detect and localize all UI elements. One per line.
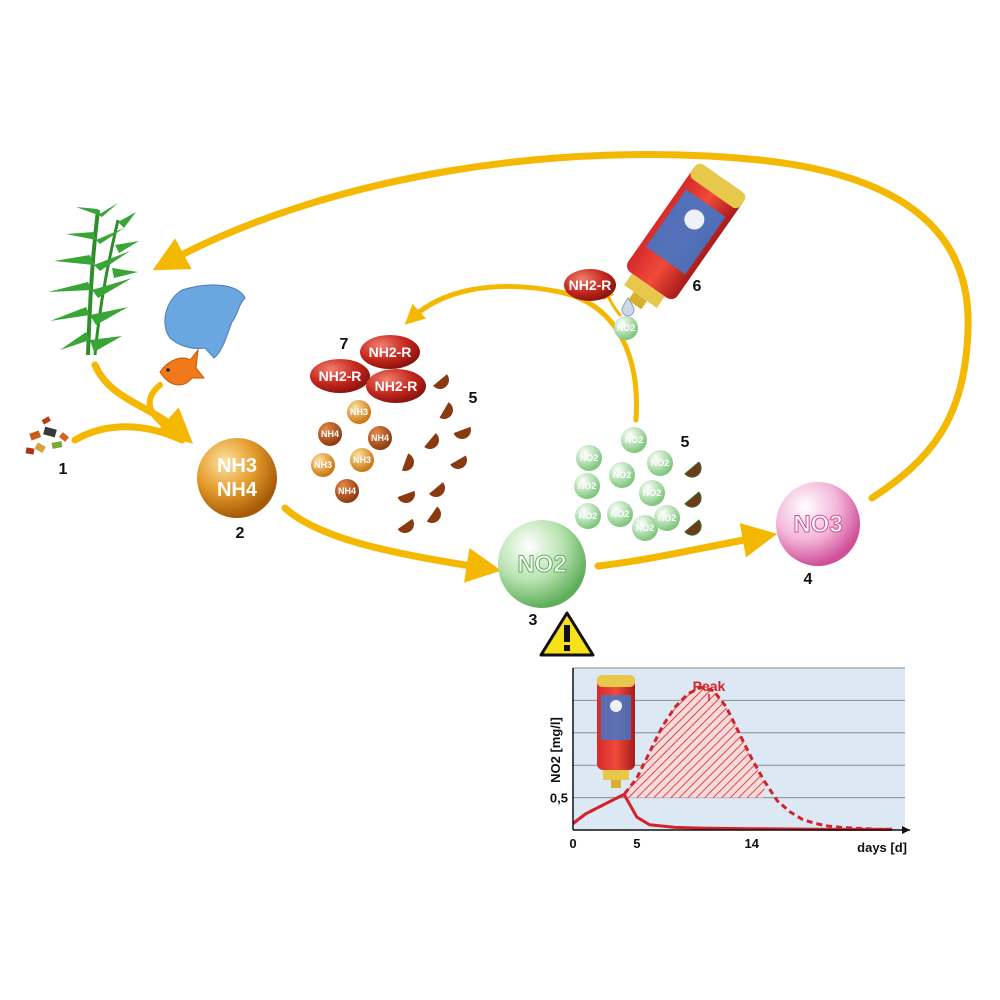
chart-xlabel: days [d] [857,840,907,855]
arrow-plants-to-ammonia [91,361,194,444]
nh2r-label-2: NH2-R [319,368,362,384]
bottle-organic-oval: NH2-R [564,269,616,301]
small-nh4-3: NH4 [338,486,356,496]
small-nh4-2: NH4 [371,433,389,443]
nitrite-ball: NO2 [498,520,586,608]
no2-label: NO2 [517,551,566,578]
chart-ylabel: NO2 [mg/l] [548,717,563,783]
nitrate-ball: NO3 [776,482,860,566]
arrow-nitrite-to-nitrate [594,522,778,570]
step-3: 3 [529,612,538,629]
nh3-label: NH3 [217,455,257,477]
arrow-food-to-ammonia [71,423,186,444]
small-ammonia-cluster: NH3 NH4 NH4 NH3 NH3 NH4 [311,400,392,503]
chart-tick-labels: 0 5 14 0,5 [550,791,760,851]
drop-icon [621,297,635,317]
small-no2-2: NO2 [625,435,644,445]
step-5b: 5 [681,434,690,451]
small-no2-10: NO2 [658,513,677,523]
fish-food-icon [25,416,69,455]
plant-icon [48,203,139,356]
step-1: 1 [59,461,68,478]
small-no2-9: NO2 [636,523,655,533]
warning-icon [539,611,595,657]
small-no2-7: NO2 [579,511,598,521]
arrow-fish-to-ammonia [146,382,185,441]
bacteria-cluster-ammonia [397,374,471,533]
step-7: 7 [340,336,349,353]
chart-y-tick-label: 0,5 [550,791,568,806]
cycle-arrows [71,151,972,583]
nh4-label: NH4 [217,479,258,501]
small-no2-8: NO2 [611,509,630,519]
small-nh3-2: NH3 [314,460,332,470]
arrow-ammonia-to-nitrite [281,504,502,583]
chart-series-solid [572,792,893,831]
small-no2-1: NO2 [580,453,599,463]
small-nitrite-cluster: NO2 NO2 NO2 NO2 NO2 NO2 NO2 NO2 NO2 NO2 [574,427,680,541]
chart-series-dashed [572,685,893,831]
small-nh4-1: NH4 [321,429,339,439]
bacteria-cluster-nitrite [684,461,702,536]
fish-icon [164,284,246,359]
nh2r-label-3: NH2-R [375,378,418,394]
bottle-icon [624,163,746,310]
chart-peak-annotation: Peak [693,678,726,694]
no2-chart: NO2 [mg/l] days [d] Peak 0 5 14 0,5 [548,667,910,855]
chart-x-tick-label: 0 [569,836,576,851]
nh2r-label-1: NH2-R [369,344,412,360]
step-4: 4 [804,571,813,588]
bottle-nh2r-label: NH2-R [569,277,612,293]
arrow-nitrite-to-organic [404,284,639,423]
chart-x-tick-label: 14 [745,836,760,851]
step-6: 6 [693,278,702,295]
small-fish-icon [159,348,206,386]
bottle-no2-ball: NO2 [614,316,638,340]
ammonia-ball: NH3 NH4 [197,438,277,518]
small-no2-4: NO2 [651,458,670,468]
small-no2-6: NO2 [643,488,662,498]
chart-x-axis-arrow [902,826,910,834]
small-nh3-1: NH3 [350,407,368,417]
bottle-no2-label: NO2 [617,323,636,333]
chart-x-tick-label: 5 [633,836,640,851]
small-no2-3: NO2 [613,470,632,480]
chart-bottle-icon [597,675,635,788]
no3-label: NO3 [793,511,842,538]
small-nh3-3: NH3 [353,455,371,465]
step-5a: 5 [469,390,478,407]
organic-nitrogen-cluster: NH2-R NH2-R NH2-R [310,335,426,403]
arrow-no3-to-plants [152,151,972,502]
step-2: 2 [236,525,245,542]
small-no2-5: NO2 [578,481,597,491]
